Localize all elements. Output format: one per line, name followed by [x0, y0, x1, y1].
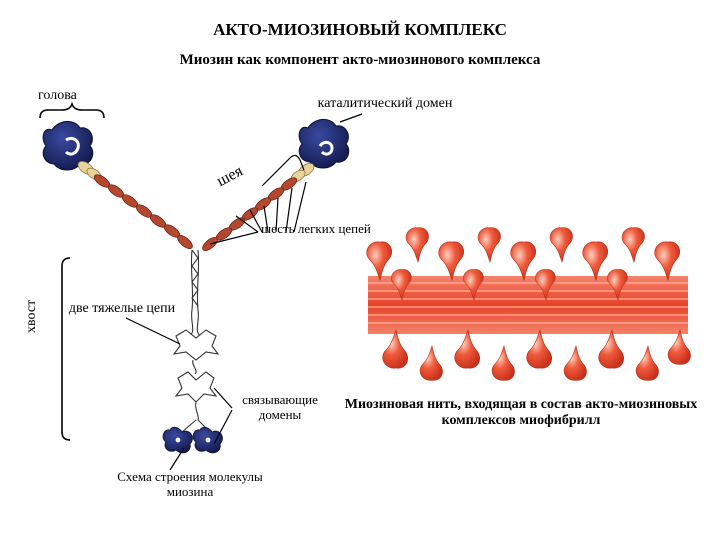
- right-light-chains: [200, 175, 298, 253]
- label-catalytic-domain: каталитический домен: [300, 96, 470, 112]
- label-head: голова: [38, 88, 77, 104]
- head-bracket: [40, 104, 104, 118]
- label-binding-domains: связывающие домены: [220, 393, 340, 423]
- myosin-filament: [367, 228, 691, 381]
- label-two-heavy-chains: две тяжелые цепи: [62, 301, 182, 317]
- heavy-chain-tail: [190, 250, 200, 336]
- left-light-chains: [92, 172, 194, 251]
- right-myosin-head: [299, 119, 349, 168]
- binding-domains: [174, 330, 218, 402]
- caption-scheme: Схема строения молекулы миозина: [100, 470, 280, 500]
- label-tail: хвост: [24, 300, 40, 333]
- lower-myosin-heads: [163, 427, 222, 453]
- label-myosin-filament: Миозиновая нить, входящая в состав акто-…: [336, 397, 706, 429]
- tail-bracket: [62, 258, 70, 440]
- label-six-light-chains: шесть легких цепей: [256, 222, 376, 237]
